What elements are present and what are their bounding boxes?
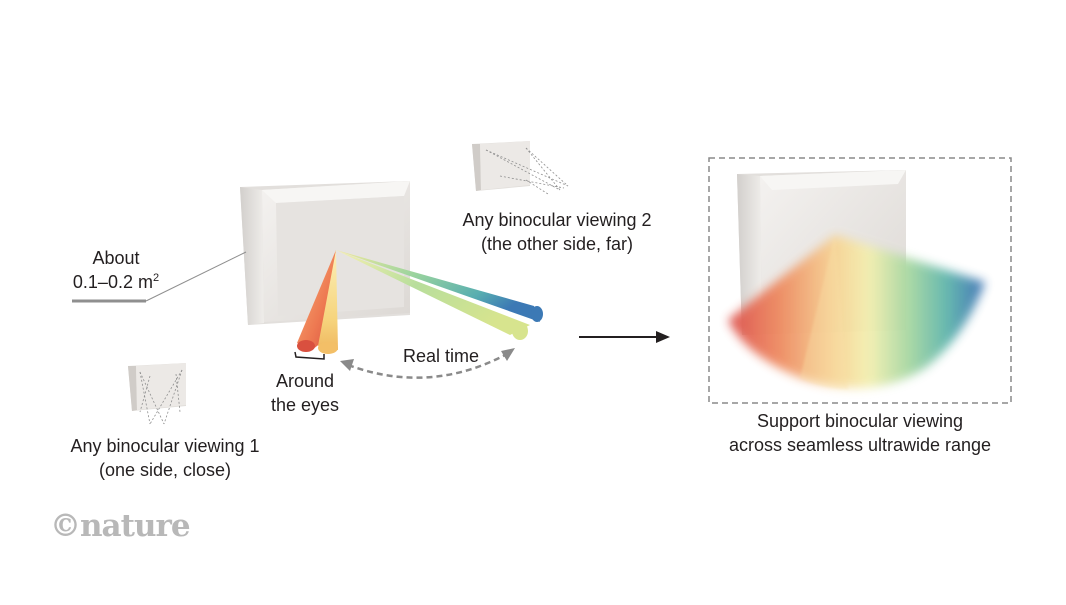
view1-line-1: Any binocular viewing 1: [70, 436, 260, 456]
display-small-icon-2: [472, 141, 569, 195]
light-cone-icon: [297, 250, 543, 354]
about-line-1: About: [92, 248, 140, 268]
size-leader-line: [72, 251, 247, 303]
support-line-1: Support binocular viewing: [756, 411, 964, 431]
right-arrow-icon: [579, 331, 670, 343]
around-line-1: Around: [275, 371, 335, 391]
real-time-label: Real time: [402, 346, 480, 366]
view2-line-2: (the other side, far): [480, 234, 634, 254]
view2-line-1: Any binocular viewing 2: [462, 210, 652, 230]
nature-logo: ©nature: [50, 508, 191, 544]
around-eyes-label: Around the eyes: [250, 369, 360, 417]
around-line-2: the eyes: [270, 395, 340, 415]
support-caption: Support binocular viewing across seamles…: [690, 409, 1030, 457]
curved-double-arrow-icon: [340, 348, 515, 379]
ultrawide-fan-icon: [728, 235, 985, 389]
about-exponent: 2: [152, 272, 160, 284]
viewing-2-label: Any binocular viewing 2 (the other side,…: [432, 208, 682, 256]
viewing-1-label: Any binocular viewing 1 (one side, close…: [40, 434, 290, 482]
result-box: [708, 157, 1012, 404]
about-line-2: 0.1–0.2 m2: [56, 270, 176, 294]
display-panel-icon: [240, 181, 410, 325]
view1-line-2: (one side, close): [98, 460, 232, 480]
panel-size-label: About 0.1–0.2 m2: [56, 246, 176, 294]
eyes-bracket: [294, 351, 325, 360]
support-line-2: across seamless ultrawide range: [728, 435, 992, 455]
display-small-icon-1: [128, 363, 186, 425]
about-value: 0.1–0.2 m: [72, 272, 153, 292]
